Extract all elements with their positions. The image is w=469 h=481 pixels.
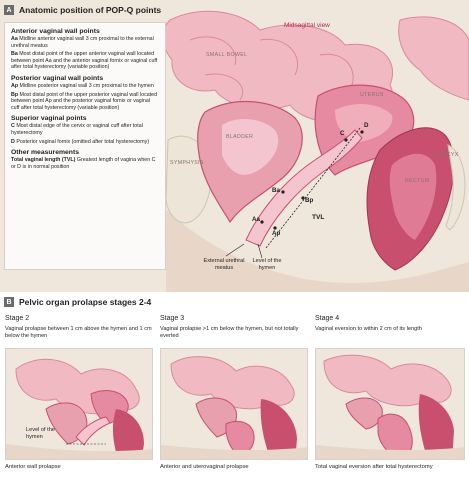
legend-posterior-head: Posterior vaginal wall points — [11, 74, 104, 82]
stage-3-desc: Vaginal prolapse >1 cm below the hymen, … — [160, 326, 299, 339]
section-b-panel: B Pelvic organ prolapse stages 2-4 Stage… — [0, 292, 469, 481]
stage-2-illustration: Level of the hymen — [5, 348, 153, 460]
stage-4-drawing — [316, 349, 464, 459]
midsagittal-illustration — [162, 10, 469, 292]
point-d-marker — [360, 130, 364, 134]
legend-other-head: Other measurements — [11, 149, 79, 157]
stage-2-caption: Anterior wall prolapse — [5, 464, 61, 470]
section-a-badge: A — [4, 5, 14, 15]
legend-superior-head: Superior vaginal points — [11, 115, 87, 123]
section-b-title: Pelvic organ prolapse stages 2-4 — [19, 297, 152, 307]
section-b-badge: B — [4, 297, 14, 307]
stage-2-title: Stage 2 — [5, 315, 30, 322]
point-ap-marker — [273, 226, 277, 230]
section-b-header: B Pelvic organ prolapse stages 2-4 — [4, 295, 151, 309]
stage-4-caption: Total vaginal eversion after total hyste… — [315, 464, 433, 470]
tvl-line — [265, 127, 361, 249]
section-a-header: A Anatomic position of POP-Q points — [4, 3, 161, 17]
stage-3-caption: Anterior and uterovaginal prolapse — [160, 464, 249, 470]
section-a-title: Anatomic position of POP-Q points — [19, 5, 162, 15]
perineum-shape — [166, 210, 469, 292]
legend-ap: Ap Midline posterior vaginal wall 3 cm p… — [11, 82, 154, 89]
legend-box: Anterior vaginal wall points Aa Midline … — [4, 22, 166, 270]
label-symphysis: SYMPHYSIS — [170, 160, 204, 166]
stage-3-title: Stage 3 — [160, 315, 185, 322]
legend-aa: Aa Midline anterior vaginal wall 3 cm pr… — [11, 36, 154, 49]
point-c-marker — [344, 138, 348, 142]
tvl-label: TVL — [312, 214, 325, 221]
point-d-label: D — [364, 122, 369, 129]
point-aa-label: Aa — [252, 216, 260, 223]
label-bladder: BLADDER — [226, 134, 254, 140]
stage-4-illustration — [315, 348, 465, 460]
stage-2-hymen-label: Level of the hymen — [26, 427, 55, 440]
coccyx-shape — [445, 144, 466, 231]
stage-3-illustration — [160, 348, 308, 460]
stage-4-desc: Vaginal eversion to within 2 cm of its l… — [315, 326, 422, 332]
legend-tvl: Total vaginal length (TVL) Greatest leng… — [11, 157, 156, 170]
point-bp-marker — [301, 196, 305, 200]
point-ap-label: Ap — [272, 230, 281, 237]
label-uterus: UTERUS — [360, 92, 384, 98]
point-ba-marker — [281, 190, 285, 194]
label-coccyx: COCCYX — [434, 152, 459, 158]
stage-2-drawing — [6, 349, 152, 459]
point-aa-marker — [260, 220, 264, 224]
point-ba-label: Ba — [272, 187, 280, 194]
label-rectum: RECTUM — [405, 178, 430, 184]
stage-2-desc: Vaginal prolapse between 1 cm above the … — [5, 326, 152, 339]
legend-c: C Most distal edge of the cervix or vagi… — [11, 123, 143, 136]
vagina-canal-shape — [245, 129, 363, 247]
section-a-panel: A Anatomic position of POP-Q points Mids… — [0, 0, 469, 292]
legend-ba: Ba Most distal point of the upper anteri… — [11, 51, 158, 71]
callout-meatus: External urethral meatus — [203, 258, 245, 271]
label-small-bowel: SMALL BOWEL — [206, 52, 248, 58]
callout-hymen: Level of the hymen — [252, 258, 282, 271]
point-c-label: C — [340, 130, 345, 137]
legend-bp: Bp Most distal point of the upper poster… — [11, 91, 158, 111]
view-label: Midsagittal view — [284, 22, 330, 29]
stage-4-title: Stage 4 — [315, 315, 340, 322]
legend-d: D Posterior vaginal fornix (omitted afte… — [11, 138, 150, 145]
stage-3-drawing — [161, 349, 307, 459]
point-bp-label: Bp — [305, 197, 314, 204]
legend-anterior-head: Anterior vaginal wall points — [11, 28, 100, 35]
